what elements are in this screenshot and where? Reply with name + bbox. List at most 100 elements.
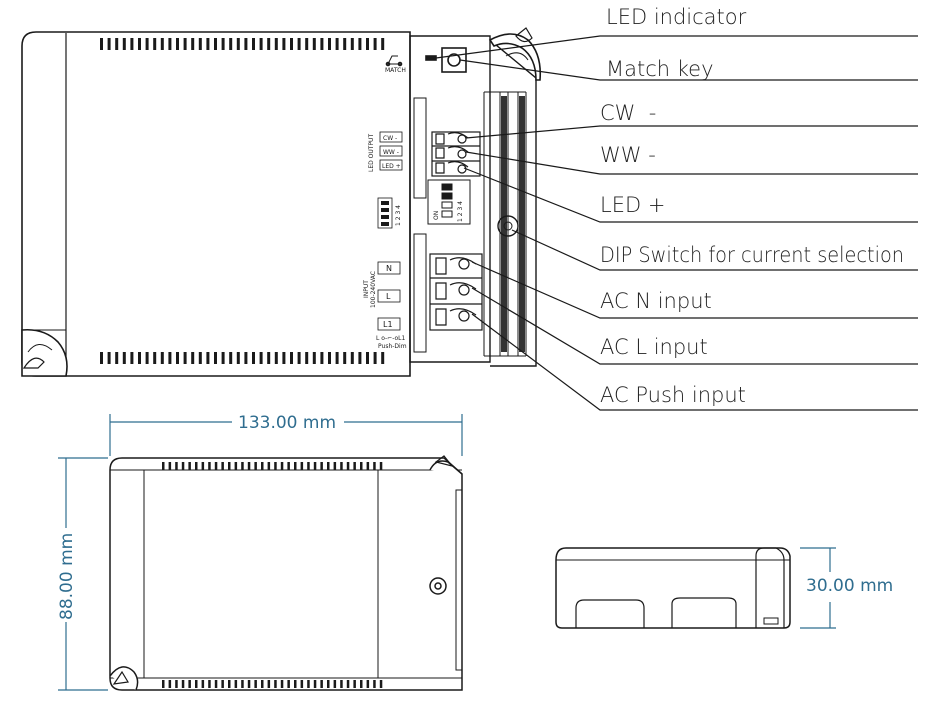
push-wiring-label: L o-⌐-oL1 xyxy=(376,335,406,342)
vent-slot xyxy=(254,462,257,470)
vent-slot xyxy=(294,462,297,470)
vent-slot xyxy=(274,38,278,50)
plan-view xyxy=(109,455,463,691)
vent-slot xyxy=(221,38,225,50)
vent-slot xyxy=(214,38,217,50)
vent-slot xyxy=(350,352,354,364)
vent-slot xyxy=(191,352,195,364)
vent-slot xyxy=(358,38,362,50)
dimension-labels: 133.00 mm 88.00 mm 30.00 mm xyxy=(57,413,893,620)
vent-slot xyxy=(305,38,309,50)
dip-switch-knob xyxy=(497,215,519,237)
vent-slot xyxy=(138,38,141,50)
vent-slot xyxy=(188,462,191,470)
vent-slot xyxy=(290,352,293,364)
terminal-label-led-box xyxy=(379,159,403,171)
callout-cw-minus: CW - xyxy=(600,101,656,125)
vent-slot xyxy=(327,462,330,470)
vent-slot xyxy=(228,462,231,470)
leader-ac-push xyxy=(471,313,918,411)
vent-slot xyxy=(221,352,225,364)
vent-slot xyxy=(168,38,172,50)
vent-slot xyxy=(280,462,284,470)
vent-slot xyxy=(208,462,211,470)
led-indicator xyxy=(425,55,437,61)
vent-slot xyxy=(122,38,126,50)
vent-slot xyxy=(328,352,331,364)
vent-slot xyxy=(282,352,286,364)
vent-slot xyxy=(241,680,244,688)
vent-slot xyxy=(247,680,251,688)
vent-slot xyxy=(206,352,210,364)
led-terminal-label: LED + xyxy=(382,163,401,170)
leader-led-plus xyxy=(463,167,918,223)
l1-terminal-label: L1 xyxy=(383,320,393,329)
vent-slot xyxy=(176,38,179,50)
vent-slot xyxy=(162,462,165,470)
vent-slot xyxy=(267,38,271,50)
vent-slot xyxy=(145,38,149,50)
top-view-vents xyxy=(100,38,385,364)
vent-slot xyxy=(327,680,330,688)
vent-slot xyxy=(198,38,202,50)
vent-slot xyxy=(241,462,244,470)
vent-slot xyxy=(229,352,233,364)
vent-slot xyxy=(373,680,376,688)
vent-slot xyxy=(379,680,383,688)
vent-slot xyxy=(107,352,111,364)
dip-switch[interactable] xyxy=(427,179,519,237)
dip-numbers: 1 2 3 4 xyxy=(457,201,464,222)
vent-slot xyxy=(252,38,255,50)
vent-slot xyxy=(346,462,350,470)
leader-cw xyxy=(465,125,918,139)
vent-slot xyxy=(274,352,278,364)
vent-slot xyxy=(214,462,218,470)
vent-slot xyxy=(261,462,264,470)
vent-slot xyxy=(307,680,310,688)
match-key[interactable] xyxy=(441,47,467,73)
callout-dip-switch: DIP Switch for current selection xyxy=(600,243,904,267)
vent-slot xyxy=(297,38,301,50)
vent-slot xyxy=(297,352,301,364)
vent-slot xyxy=(160,352,164,364)
vent-slot xyxy=(360,680,363,688)
vent-slot xyxy=(290,38,293,50)
dimension-length: 133.00 mm xyxy=(238,413,336,433)
vent-slot xyxy=(175,680,178,688)
vent-slot xyxy=(201,462,205,470)
vent-slot xyxy=(153,352,157,364)
vent-slot xyxy=(181,680,185,688)
vent-slot xyxy=(259,352,263,364)
leader-ac-n xyxy=(471,261,918,319)
vent-slot xyxy=(313,680,317,688)
callout-ac-n: AC N input xyxy=(600,289,712,313)
vent-slot xyxy=(247,462,251,470)
leader-led-indicator xyxy=(435,35,918,59)
vent-slot xyxy=(360,462,363,470)
vent-slot xyxy=(259,38,263,50)
vent-slot xyxy=(320,462,323,470)
vent-slot xyxy=(340,462,343,470)
vent-slot xyxy=(229,38,233,50)
vent-slot xyxy=(181,462,185,470)
push-dim-label: Push-Dim xyxy=(378,343,407,350)
vent-slot xyxy=(130,38,134,50)
vent-slot xyxy=(195,462,198,470)
vent-slot xyxy=(183,352,187,364)
vent-slot xyxy=(320,352,324,364)
vent-slot xyxy=(168,680,172,688)
vent-slot xyxy=(115,352,119,364)
vent-slot xyxy=(312,352,316,364)
terminal-label-l1-box xyxy=(377,317,401,331)
vent-slot xyxy=(160,38,164,50)
vent-slot xyxy=(244,352,248,364)
vent-slot xyxy=(366,352,369,364)
vent-slot xyxy=(307,462,310,470)
vent-slot xyxy=(335,38,339,50)
callout-led-plus: LED + xyxy=(600,193,665,217)
vent-slot xyxy=(183,38,187,50)
terminal-label-ww-box xyxy=(379,145,403,157)
vent-slot xyxy=(320,680,323,688)
dimension-lines xyxy=(58,414,836,691)
callout-leaders xyxy=(435,35,918,411)
